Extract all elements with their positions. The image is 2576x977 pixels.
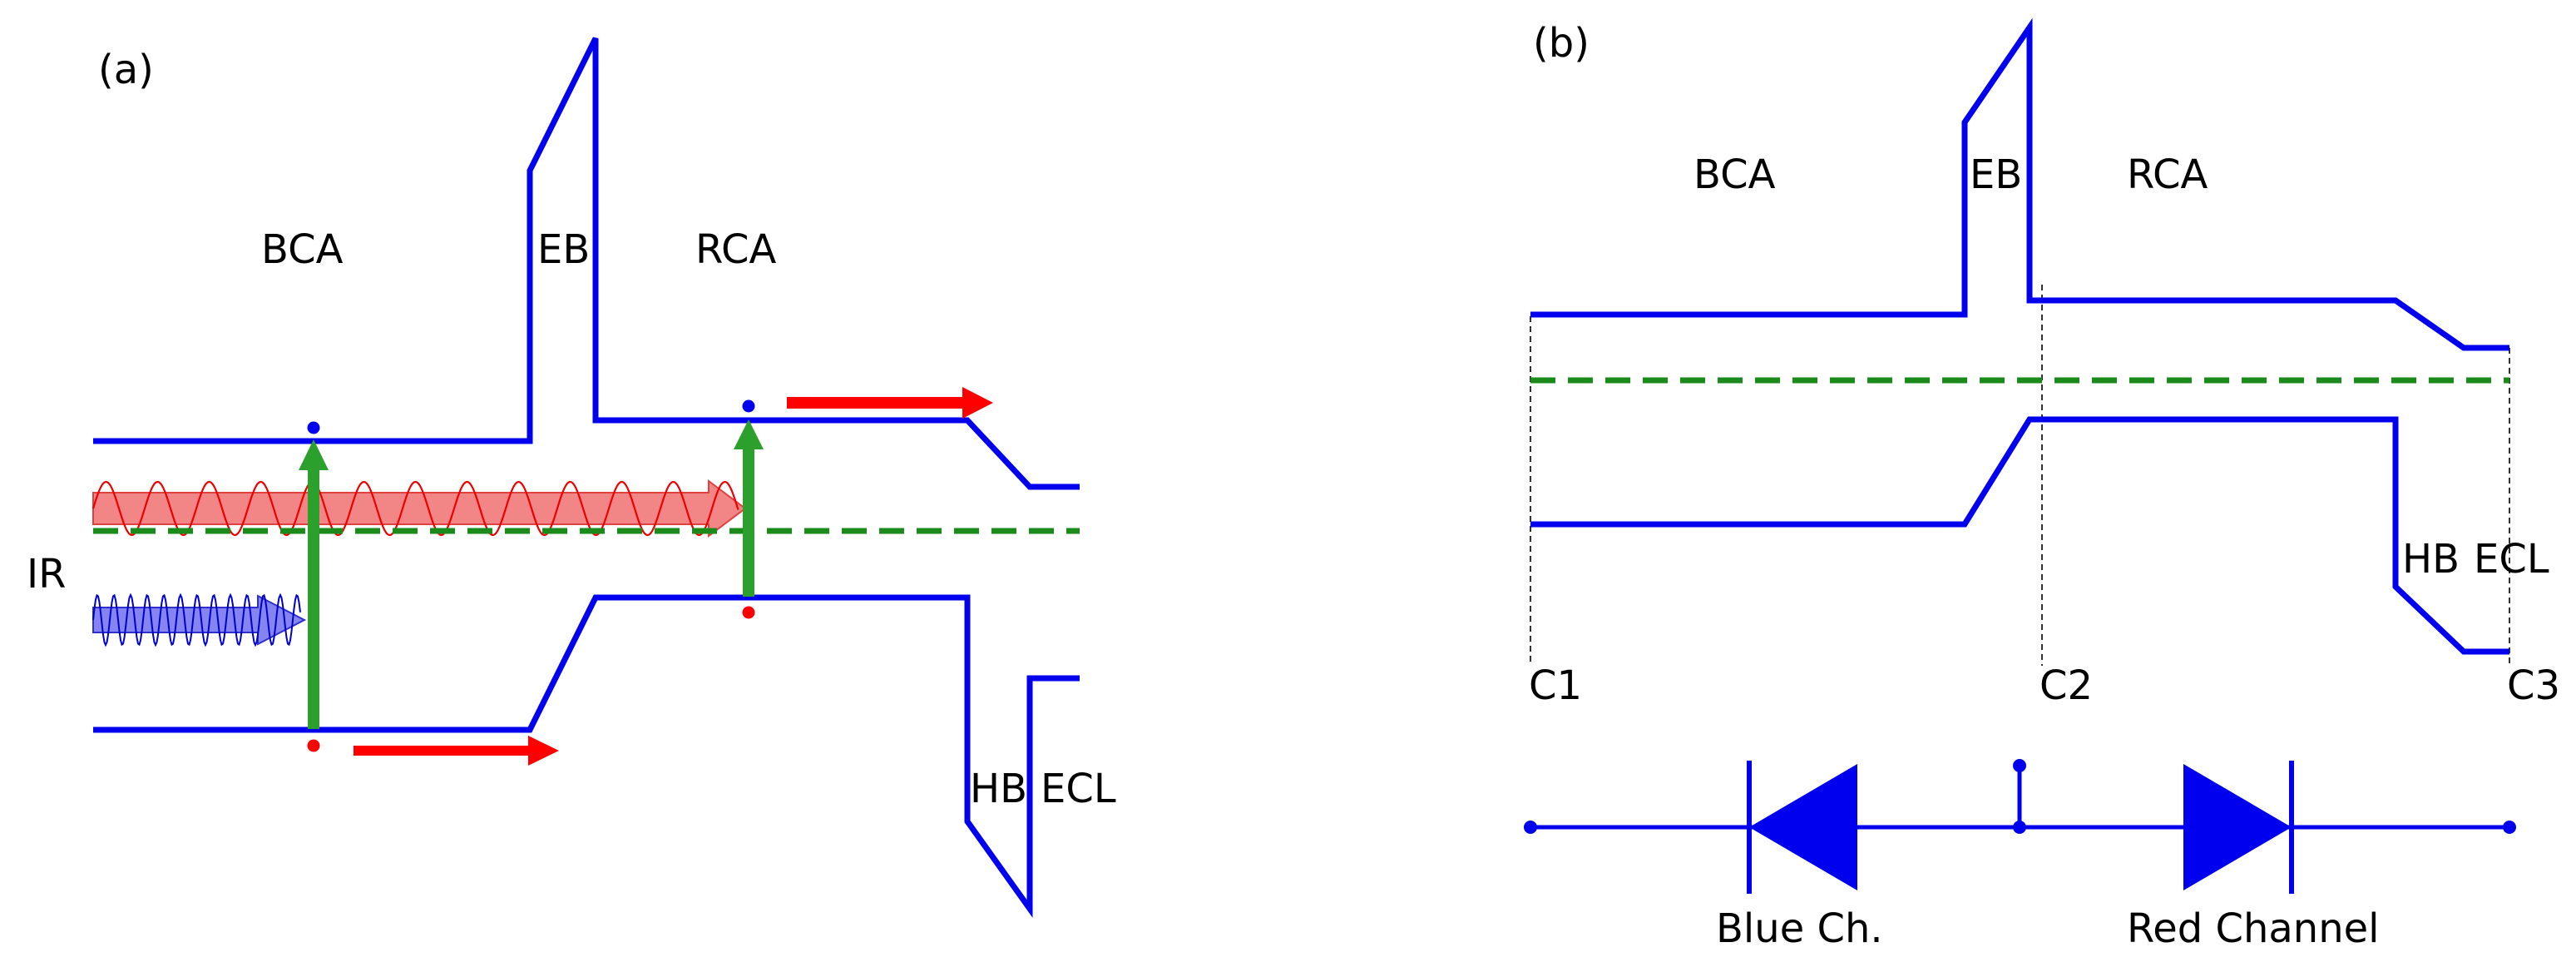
ir-red-arrow (92, 479, 747, 538)
transition-blue-channel (299, 421, 329, 752)
contact-c3-label: C3 (2507, 662, 2560, 709)
terminal-c2-top (2013, 759, 2026, 772)
transition-arrow-shaft (743, 445, 754, 597)
terminal-c2-node (2013, 821, 2026, 834)
hole-dot (742, 399, 755, 413)
transition-red-channel (734, 399, 764, 619)
diode-triangle (1749, 764, 1857, 890)
ir-red-beam (91, 479, 747, 538)
panel-b-tag: (b) (1533, 20, 1590, 67)
terminal-c1 (1524, 821, 1537, 834)
terminal-c3 (2503, 821, 2516, 834)
ecl-label-b: ECL (2474, 536, 2549, 583)
conduction-band-b (1530, 17, 2509, 351)
valence-band-a (93, 594, 1080, 918)
diode-triangle (2183, 764, 2292, 890)
diode-red-channel (2183, 761, 2294, 894)
valence-band-b (1530, 416, 2509, 655)
diode-right-label: Red Channel (2127, 905, 2380, 952)
ir-blue-beam (92, 593, 307, 647)
diode-blue-channel (1747, 761, 1857, 894)
bca-label-b: BCA (1693, 151, 1776, 198)
transition-arrow-shaft (308, 466, 319, 729)
ecl-label-a: ECL (1041, 766, 1116, 812)
panel-a-tag: (a) (98, 47, 154, 93)
bca-label-a: BCA (261, 226, 344, 273)
rca-label-a: RCA (695, 226, 776, 273)
diode-left-label: Blue Ch. (1716, 905, 1883, 952)
electron-drift-arrow (354, 736, 559, 766)
electron-dot (742, 606, 755, 619)
ir-red-wave (91, 480, 739, 537)
rca-label-b: RCA (2127, 151, 2208, 198)
hb-label-b: HB (2402, 536, 2460, 583)
conduction-band-a (93, 37, 1080, 490)
contact-c2-label: C2 (2040, 662, 2093, 709)
hb-label-a: HB (970, 766, 1027, 812)
ir-blue-arrow (92, 594, 307, 646)
panel-a: (a) BCA (27, 37, 1116, 918)
panel-b: (b) BCA EB RCA HB ECL C1 C2 C3 (1524, 17, 2560, 952)
hole-drift-arrow (787, 387, 993, 419)
contact-c1-label: C1 (1529, 662, 1582, 709)
eb-label-a: EB (537, 226, 590, 273)
equivalent-circuit (1524, 759, 2516, 894)
ir-label: IR (27, 551, 67, 598)
hole-dot (307, 421, 320, 434)
electron-dot (307, 739, 320, 752)
eb-label-b: EB (1970, 151, 2022, 198)
ir-blue-wave (92, 593, 301, 647)
transition-arrow-head (734, 419, 764, 449)
transition-arrow-head (299, 439, 329, 470)
